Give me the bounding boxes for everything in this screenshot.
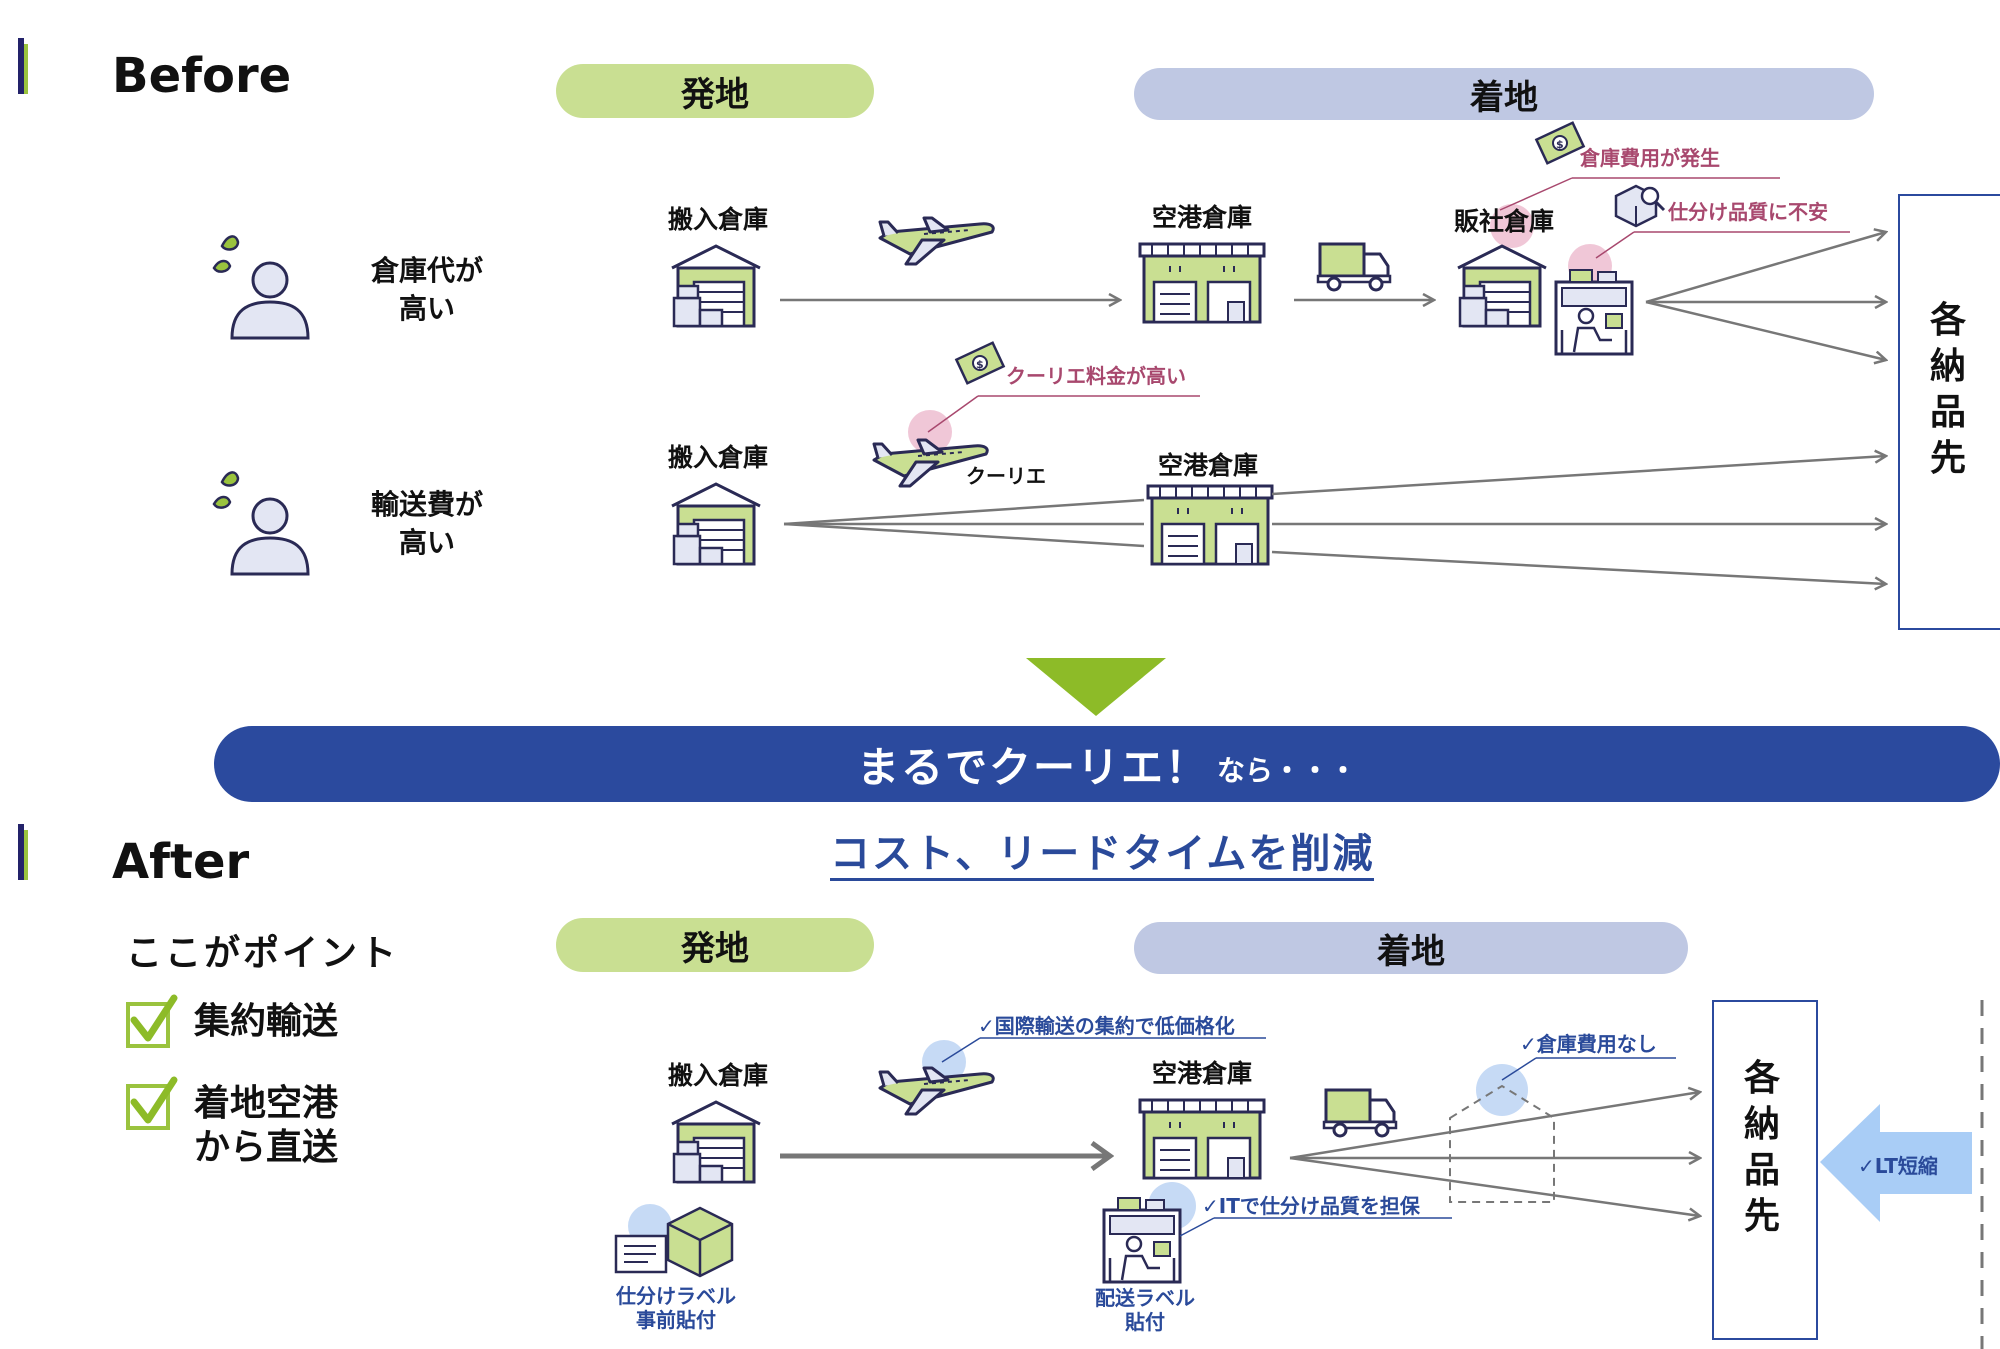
banner-main-text: まるでクーリエ！ — [856, 742, 1209, 792]
note-it-quality: ✓ITで仕分け品質を担保 — [1202, 1194, 1420, 1218]
lead-time-label: ✓LT短縮 — [1858, 1154, 1938, 1178]
flow-arrow — [1645, 232, 1886, 304]
origin-warehouse-icon — [670, 244, 762, 328]
origin-pill: 発地 — [556, 918, 874, 972]
flow-arrow — [1271, 550, 1886, 584]
airport-warehouse-label: 空港倉庫 — [1152, 203, 1253, 232]
airport-warehouse-label: 空港倉庫 — [1158, 451, 1259, 480]
note-courier-fee: クーリエ料金が高い — [1006, 364, 1186, 388]
courier-label: クーリエ — [966, 464, 1046, 488]
destination-box-label: 各納品先 — [1743, 1058, 1780, 1237]
flow-arrow — [1645, 300, 1886, 360]
destination-pill: 着地 — [1134, 68, 1874, 120]
origin-warehouse-label: 搬入倉庫 — [668, 1061, 769, 1090]
point-direct-delivery: 着地空港 から直送 — [194, 1083, 339, 1168]
destination-box — [1712, 1000, 1818, 1340]
flow-arrow — [1289, 1156, 1700, 1216]
removed-warehouse-outline — [1449, 1084, 1555, 1203]
person-complaint-freight: 輸送費が 高い — [370, 488, 483, 559]
origin-warehouse-icon — [670, 1100, 762, 1184]
points-title: ここがポイント — [126, 933, 400, 974]
flow-arrow — [1271, 456, 1886, 496]
after-title: After — [112, 834, 250, 890]
worried-person-icon — [212, 470, 310, 576]
person-complaint-warehouse: 倉庫代が 高い — [370, 254, 483, 325]
airport-warehouse-icon — [1138, 242, 1266, 324]
worker-icon — [1102, 1196, 1182, 1284]
checkbox-icon — [126, 1076, 178, 1130]
sales-warehouse-icon — [1456, 244, 1548, 328]
note-sorting-quality: 仕分け品質に不安 — [1668, 200, 1828, 224]
truck-icon — [1316, 242, 1392, 292]
before-title: Before — [112, 48, 292, 104]
worried-person-icon — [212, 234, 310, 340]
lead-time-arrow-icon — [1820, 1104, 1972, 1222]
money-icon — [955, 341, 1005, 385]
worker-icon — [1554, 268, 1634, 356]
destination-box — [1898, 194, 2000, 630]
destination-box-label: 各納品先 — [1929, 300, 1966, 479]
origin-pill: 発地 — [556, 64, 874, 118]
origin-warehouse-label: 搬入倉庫 — [668, 205, 769, 234]
note-warehouse-cost: 倉庫費用が発生 — [1580, 146, 1720, 170]
section-marker — [18, 824, 28, 880]
presort-label-caption: 仕分けラベル 事前貼付 — [616, 1284, 736, 1332]
solution-banner: まるでクーリエ！ なら・・・ — [214, 726, 2000, 802]
down-arrow-icon — [1026, 658, 1166, 716]
money-icon — [1535, 121, 1585, 165]
box-search-icon — [1614, 184, 1666, 228]
banner-suffix-text: なら・・・ — [1217, 754, 1358, 787]
origin-warehouse-icon — [670, 482, 762, 566]
after-headline: コスト、リードタイムを削減 — [830, 830, 1375, 881]
airplane-icon — [878, 216, 995, 266]
delivery-label-caption: 配送ラベル 貼付 — [1095, 1286, 1195, 1334]
section-marker — [18, 38, 28, 94]
airport-warehouse-icon — [1146, 484, 1274, 566]
checkbox-icon — [126, 994, 178, 1048]
truck-icon — [1322, 1088, 1398, 1138]
airport-warehouse-label: 空港倉庫 — [1152, 1059, 1253, 1088]
flow-arrow — [1289, 1092, 1700, 1160]
airport-warehouse-icon — [1138, 1098, 1266, 1180]
sales-warehouse-label: 販社倉庫 — [1454, 207, 1555, 236]
note-no-warehouse-cost: ✓倉庫費用なし — [1520, 1032, 1657, 1056]
airplane-icon — [878, 1066, 995, 1116]
origin-warehouse-label: 搬入倉庫 — [668, 443, 769, 472]
label-box-icon — [614, 1206, 734, 1278]
note-intl-consolidation: ✓国際輸送の集約で低価格化 — [978, 1014, 1235, 1038]
point-consolidated-shipping: 集約輸送 — [194, 1001, 339, 1042]
destination-pill: 着地 — [1134, 922, 1688, 974]
